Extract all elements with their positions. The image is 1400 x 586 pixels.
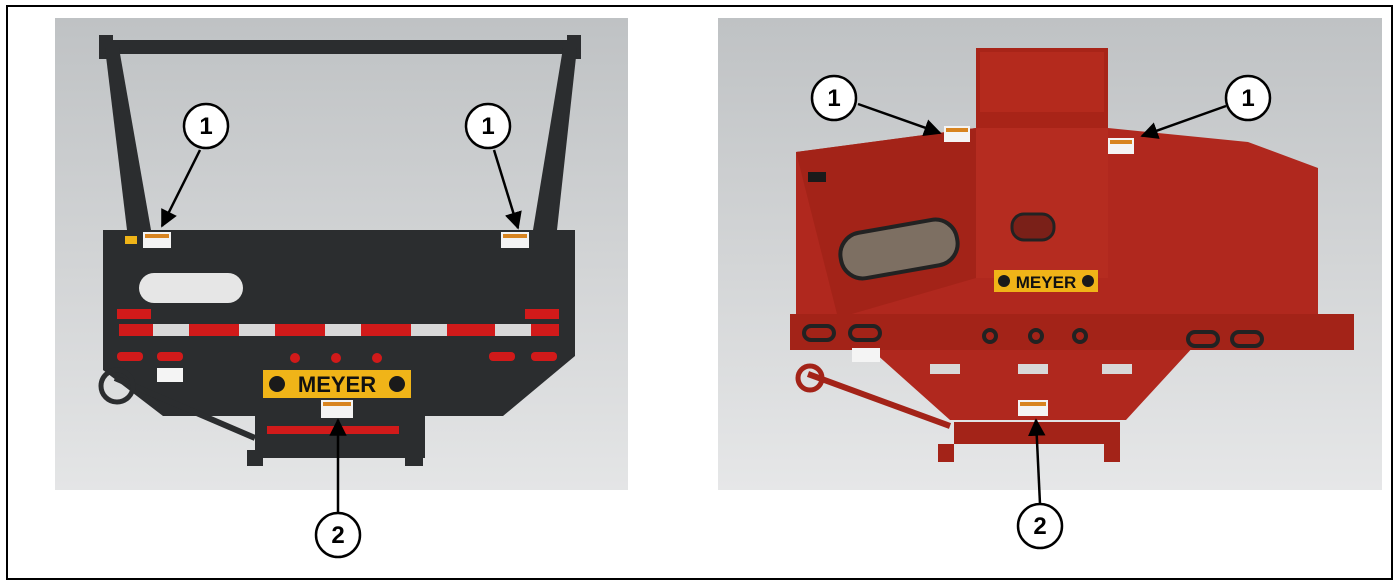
callout-arrow: [492, 149, 522, 230]
reflector-strip: [117, 309, 559, 336]
callout-1: 1: [1224, 74, 1272, 122]
hand-crank-wheel: [795, 363, 825, 393]
warning-decal: [1018, 400, 1048, 416]
callout-1: 1: [810, 74, 858, 122]
callout-label: 1: [199, 113, 212, 140]
warning-decal: [501, 232, 529, 248]
callout-arrow: [857, 102, 942, 136]
reflector-strip: [930, 364, 1132, 374]
left-upright: [105, 48, 151, 230]
warning-decal: [157, 368, 183, 382]
oval-cutout: [139, 273, 243, 303]
viewing-window: [838, 217, 960, 281]
right-upright: [533, 48, 577, 230]
brand-plate: [263, 370, 411, 398]
callout-label: 1: [481, 113, 494, 140]
callout-label: 2: [331, 522, 344, 549]
brand-name: MEYER: [298, 372, 376, 397]
warning-decal: [143, 232, 171, 248]
callout-2: 2: [1016, 502, 1064, 550]
warning-decal: [321, 400, 353, 418]
hand-crank-wheel: [98, 367, 136, 405]
warning-decal: [852, 348, 880, 362]
tail-lights: [802, 324, 1264, 348]
figure-frame: [6, 5, 1393, 580]
callout-arrow: [1028, 418, 1046, 505]
callout-1: 1: [182, 102, 230, 150]
callout-2: 2: [314, 511, 362, 559]
callout-arrow: [160, 149, 202, 228]
callout-arrow: [1140, 104, 1227, 139]
callout-label: 1: [1241, 85, 1254, 112]
top-bar: [103, 40, 577, 54]
callout-1: 1: [464, 102, 512, 150]
brand-plate: [994, 270, 1098, 292]
callout-label: 1: [827, 85, 840, 112]
warning-decal: [1108, 138, 1134, 154]
brand-name: MEYER: [1016, 273, 1076, 292]
callout-label: 2: [1033, 513, 1046, 540]
warning-decal: [944, 126, 970, 142]
black-spreader-photo: MEYER: [55, 18, 628, 490]
